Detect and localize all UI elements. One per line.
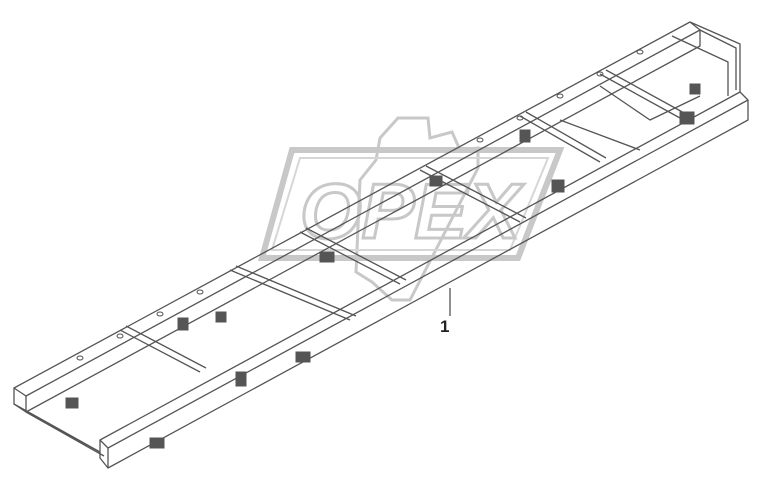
cross-member-1 (119, 325, 207, 373)
watermark-frame (258, 147, 565, 261)
chassis-frame (13, 21, 749, 469)
front-cross-member (671, 21, 741, 96)
opex-watermark-logo: OPEX (258, 116, 565, 302)
cross-member-2 (229, 265, 357, 321)
right-rail-web (107, 100, 749, 469)
left-rail-web (25, 30, 701, 413)
rear-cross-member (13, 403, 105, 457)
cross-member-6 (599, 69, 687, 119)
mount-brackets (65, 83, 701, 449)
rail-holes (76, 49, 644, 361)
cross-member-5 (519, 111, 607, 163)
cross-member-3 (299, 227, 407, 285)
part-callout-1: 1 (440, 317, 450, 336)
gear-icon (354, 116, 480, 302)
right-rail-flange (99, 440, 109, 469)
diagonal-brace (559, 85, 701, 151)
